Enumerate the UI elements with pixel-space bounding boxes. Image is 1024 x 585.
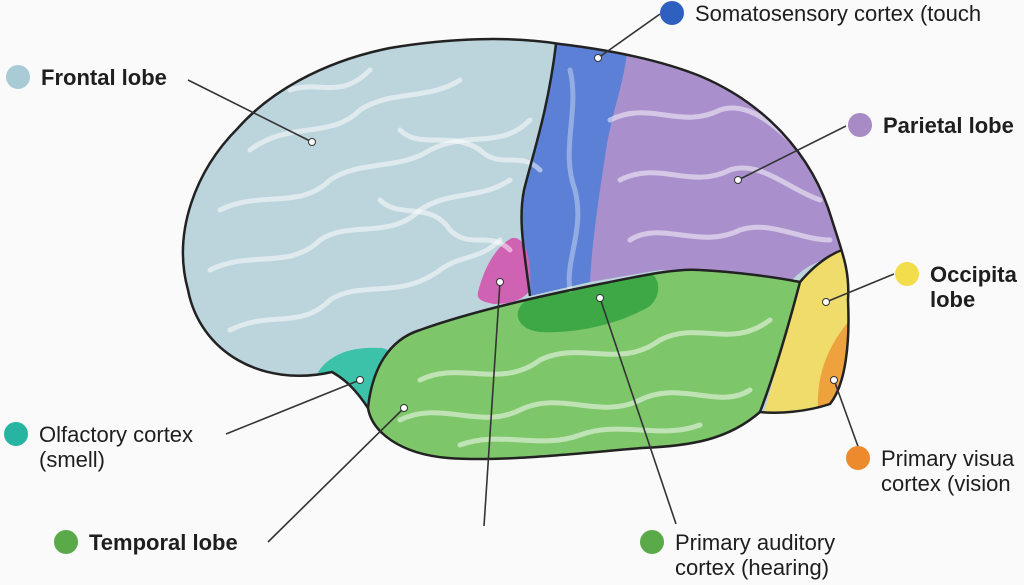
olfactory-cortex-text-line1: Olfactory cortex — [39, 422, 194, 447]
parietal-lobe-leader — [737, 125, 847, 181]
primary-auditory-cortex-text-line1: Primary auditory — [675, 530, 836, 555]
parietal-lobe-text: Parietal lobe — [883, 113, 1014, 138]
somatosensory-cortex-leader — [597, 13, 661, 59]
occipital-lobe-leader — [825, 273, 895, 303]
primary-visual-cortex-leader — [833, 379, 861, 453]
occipital-lobe-label: Occipita lobe — [895, 262, 1017, 312]
parietal-lobe-color-dot — [848, 113, 872, 137]
occipital-lobe-text-line2: lobe — [930, 287, 976, 312]
somatosensory-cortex-leader-anchor — [594, 54, 602, 62]
somatosensory-cortex-color-dot — [660, 1, 684, 25]
frontal-lobe-color-dot — [6, 65, 30, 89]
insula-leader-anchor — [496, 278, 504, 286]
somatosensory-cortex-label: Somatosensory cortex (touch — [660, 1, 981, 26]
olfactory-cortex-color-dot — [4, 422, 28, 446]
primary-auditory-cortex-leader — [599, 297, 677, 525]
somatosensory-cortex-text: Somatosensory cortex (touch — [695, 1, 982, 26]
temporal-lobe-color-dot — [54, 530, 78, 554]
olfactory-cortex-leader-anchor — [356, 376, 364, 384]
occipital-lobe-region — [760, 250, 849, 430]
primary-auditory-cortex-region — [517, 269, 659, 333]
occipital-lobe-text-line1: Occipita — [930, 262, 1017, 287]
olfactory-cortex-text-line2: (smell) — [39, 447, 105, 472]
primary-visual-cortex-color-dot — [846, 446, 870, 470]
primary-auditory-cortex-leader-anchor — [596, 294, 604, 302]
primary-visual-cortex-text-line1: Primary visua — [881, 446, 1015, 471]
insula-region — [477, 237, 531, 304]
temporal-lobe-region — [368, 269, 800, 460]
insula-leader — [483, 281, 501, 527]
olfactory-cortex-leader — [225, 379, 361, 435]
frontal-lobe-leader — [187, 79, 313, 143]
primary-visual-cortex-label: Primary visua cortex (vision — [846, 446, 1014, 496]
parietal-lobe-label: Parietal lobe — [848, 113, 1014, 138]
primary-auditory-cortex-text-line2: cortex (hearing) — [675, 555, 830, 580]
somatosensory-cortex-region — [521, 40, 628, 296]
temporal-lobe-leader-anchor — [400, 404, 408, 412]
temporal-lobe-leader — [267, 407, 405, 543]
parietal-lobe-region — [588, 40, 849, 282]
olfactory-cortex-label: Olfactory cortex (smell) — [4, 422, 193, 472]
temporal-lobe-label: Temporal lobe — [54, 530, 238, 555]
occipital-lobe-color-dot — [895, 262, 919, 286]
primary-visual-cortex-text-line2: cortex (vision — [881, 471, 1011, 496]
frontal-lobe-leader-anchor — [308, 138, 316, 146]
frontal-lobe-text: Frontal lobe — [41, 65, 167, 90]
primary-auditory-cortex-label: Primary auditory cortex (hearing) — [640, 530, 835, 580]
temporal-lobe-text: Temporal lobe — [89, 530, 238, 555]
frontal-lobe-label: Frontal lobe — [6, 65, 167, 90]
primary-visual-cortex-leader-anchor — [830, 376, 838, 384]
primary-auditory-cortex-color-dot — [640, 530, 664, 554]
occipital-lobe-leader-anchor — [822, 298, 830, 306]
parietal-lobe-leader-anchor — [734, 176, 742, 184]
